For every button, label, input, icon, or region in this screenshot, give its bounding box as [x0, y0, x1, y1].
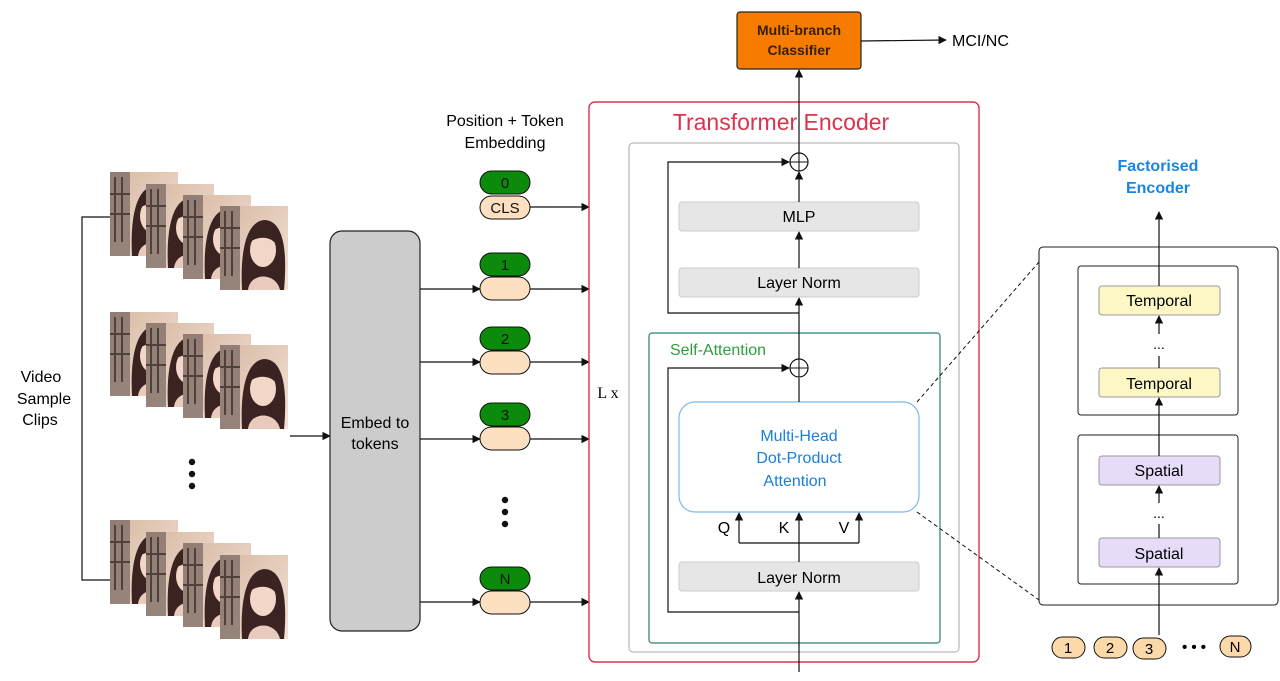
position-label: 1 [501, 257, 509, 274]
input-token-label: 2 [1106, 640, 1114, 657]
ellipsis-dot [188, 458, 196, 466]
factorised-input-tokens: 1 2 3 • • • N [1051, 635, 1252, 660]
embedding-title-line-2: Embedding [465, 135, 546, 152]
input-token-pill [1051, 636, 1086, 659]
temporal-label-top: Temporal [1126, 293, 1192, 310]
input-token-label: N [1230, 639, 1241, 656]
temporal-label-bottom: Temporal [1126, 376, 1192, 393]
classifier-block [736, 11, 862, 70]
token-cls: 0 CLS [479, 170, 590, 220]
repeat-label: L x [597, 385, 618, 402]
input-token-pill [1132, 637, 1167, 660]
spatial-label-bottom: Spatial [1135, 546, 1184, 563]
mlp-label: MLP [783, 209, 816, 226]
embed-to-tokens-block [329, 230, 421, 632]
spatial-label-top: Spatial [1135, 463, 1184, 480]
attention-label-line-3: Attention [763, 473, 826, 490]
spatial-encoder-box [1077, 434, 1239, 585]
embed-label-line-2: tokens [351, 436, 398, 453]
token-label: CLS [490, 200, 519, 217]
ellipsis-dot [501, 496, 509, 504]
position-label: 3 [501, 407, 509, 424]
classifier-output-label: MCI/NC [952, 33, 1009, 50]
classifier-output-arrow [860, 35, 947, 45]
zoom-line-bottom [916, 511, 1040, 601]
position-pill [479, 252, 531, 277]
attention-label-line-2: Dot-Product [756, 450, 842, 467]
position-pill [479, 170, 531, 195]
video-label-line-2: Sample [17, 391, 71, 408]
token-1: 1 [420, 252, 590, 301]
factorised-title-line-1: Factorised [1118, 158, 1199, 175]
input-token-ellipsis: • • • [1182, 639, 1206, 656]
video-label-line-3: Clips [22, 412, 58, 429]
k-label: K [779, 520, 790, 537]
layer-norm-top-label: Layer Norm [757, 275, 841, 292]
token-pill [479, 350, 531, 375]
clip-stack-1 [109, 171, 289, 291]
ellipsis-dot [501, 508, 509, 516]
position-label: 0 [501, 175, 509, 192]
token-n: N [420, 566, 590, 615]
encoder-flow-arrows [667, 69, 864, 672]
position-label: 2 [501, 331, 509, 348]
position-pill [479, 402, 531, 427]
temporal-dots: ... [1153, 336, 1165, 352]
encoder-layer-box [628, 142, 960, 653]
temporal-encoder-box [1077, 265, 1239, 416]
ellipsis-dot [188, 482, 196, 490]
video-sample-clips [81, 171, 289, 640]
transformer-encoder-box [588, 101, 980, 663]
classifier-label-line-1: Multi-branch [757, 22, 841, 38]
embedding-title-line-1: Position + Token [446, 113, 564, 130]
embed-label-line-1: Embed to [341, 415, 410, 432]
input-token-label: 1 [1064, 640, 1072, 657]
layer-norm-bottom-label: Layer Norm [757, 570, 841, 587]
q-label: Q [718, 520, 730, 537]
input-token-label: 3 [1145, 641, 1153, 658]
ellipsis-dot [188, 470, 196, 478]
self-attention-box [648, 332, 941, 644]
position-label: N [500, 571, 511, 588]
zoom-line-top [916, 261, 1040, 403]
attention-label-line-1: Multi-Head [760, 428, 837, 445]
position-pill [479, 326, 531, 351]
classifier-label-line-2: Classifier [767, 42, 831, 58]
ellipsis-dot [501, 520, 509, 528]
token-pill [479, 276, 531, 301]
factorised-title-line-2: Encoder [1126, 180, 1190, 197]
input-token-pill [1093, 636, 1128, 659]
spatial-dots: ... [1153, 505, 1165, 521]
token-3: 3 [420, 402, 590, 451]
token-pill [479, 590, 531, 615]
self-attention-title: Self-Attention [670, 342, 766, 359]
transformer-title: Transformer Encoder [673, 109, 890, 135]
token-2: 2 [420, 326, 590, 375]
clip-stack-2 [109, 311, 289, 430]
video-label-line-1: Video [21, 369, 62, 386]
clips-bracket [81, 216, 110, 581]
clip-stack-3 [109, 519, 289, 640]
v-label: V [839, 520, 850, 537]
position-pill [479, 566, 531, 591]
token-pill [479, 426, 531, 451]
input-token-pill [1219, 635, 1252, 658]
